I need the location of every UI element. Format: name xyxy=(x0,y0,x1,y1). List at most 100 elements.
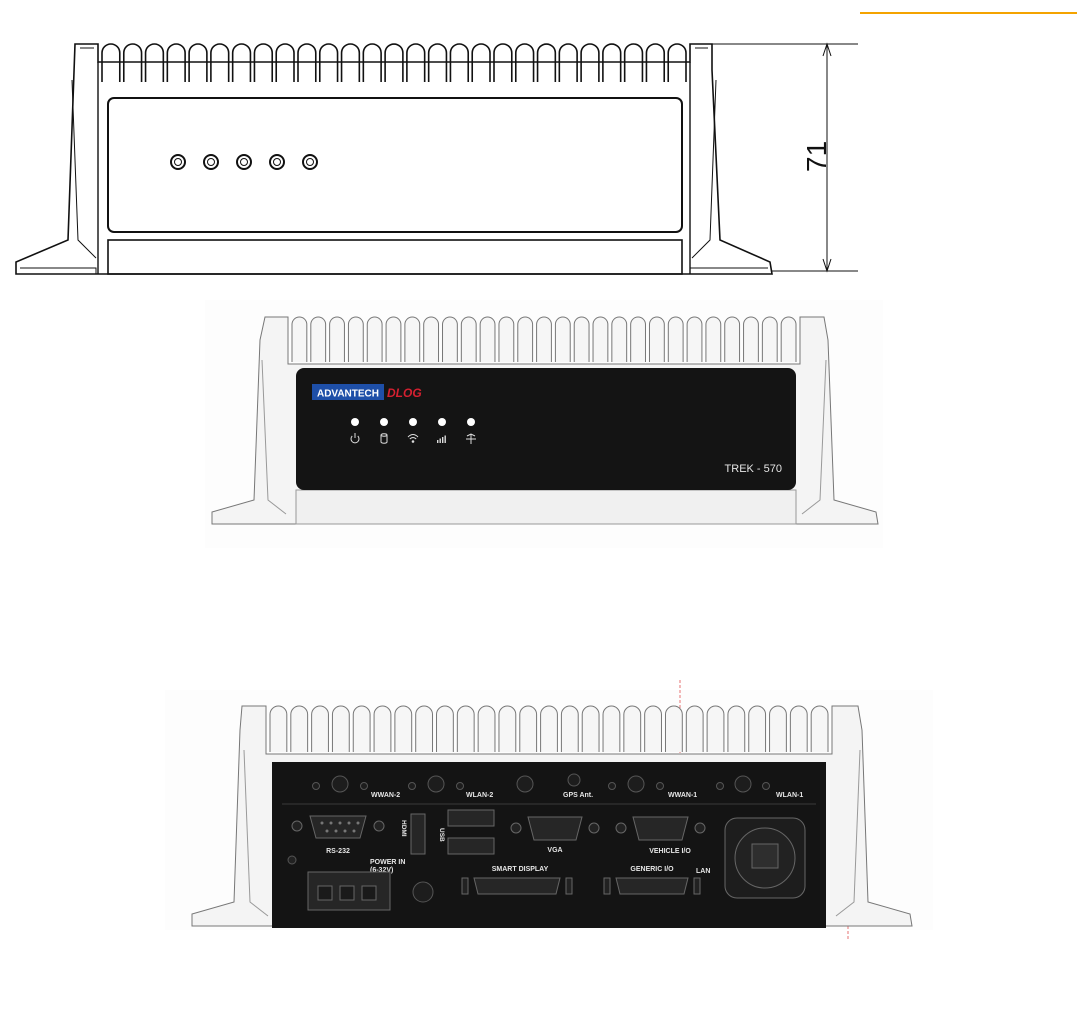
cooling-fin xyxy=(781,317,796,362)
cooling-fin xyxy=(332,706,349,752)
cooling-fin xyxy=(518,317,533,362)
cooling-fin xyxy=(541,706,558,752)
label-wlan-2: WLAN-2 xyxy=(466,792,493,799)
cooling-fins xyxy=(292,317,796,362)
cooling-fin xyxy=(342,44,360,82)
advantech-logo: ADVANTECH xyxy=(317,389,379,400)
cooling-fin xyxy=(631,317,646,362)
cooling-fin xyxy=(499,706,516,752)
cooling-fin xyxy=(516,44,534,82)
cooling-fin xyxy=(311,317,326,362)
cooling-fin xyxy=(429,44,447,82)
label-wlan-1: WLAN-1 xyxy=(776,792,803,799)
bottom-tray xyxy=(296,490,796,524)
cooling-fin xyxy=(770,706,787,752)
cooling-fin xyxy=(668,44,686,82)
cooling-fin xyxy=(559,44,577,82)
cooling-fin xyxy=(593,317,608,362)
cooling-fin xyxy=(443,317,458,362)
cooling-fin xyxy=(450,44,468,82)
power-in-connector xyxy=(308,872,390,910)
front-panel-outline xyxy=(108,98,682,232)
cooling-fin xyxy=(603,706,620,752)
usb-port-2 xyxy=(448,838,494,854)
cooling-fin xyxy=(645,706,662,752)
cooling-fin xyxy=(254,44,272,82)
cooling-fin xyxy=(386,317,401,362)
cooling-fin xyxy=(581,44,599,82)
smart-display-port xyxy=(462,878,572,894)
label-hdmi: HDMI xyxy=(400,820,407,837)
cooling-fin xyxy=(574,317,589,362)
cooling-fin xyxy=(649,317,664,362)
cooling-fin xyxy=(407,44,425,82)
cooling-fin xyxy=(687,317,702,362)
label-vga: VGA xyxy=(547,847,562,854)
front-view-render: ADVANTECH DLOG TREK - 570 xyxy=(0,300,1077,550)
model-name: TREK - 570 xyxy=(725,463,782,475)
cooling-fin xyxy=(744,317,759,362)
cooling-fin xyxy=(146,44,164,82)
cooling-fin xyxy=(520,706,537,752)
cooling-fin xyxy=(646,44,664,82)
cooling-fin xyxy=(725,317,740,362)
cooling-fin xyxy=(472,44,490,82)
cooling-fin xyxy=(707,706,724,752)
label-power-in: POWER IN xyxy=(370,859,405,866)
label-smart-display: SMART DISPLAY xyxy=(492,866,549,873)
cooling-fin xyxy=(124,44,142,82)
cooling-fin xyxy=(291,706,308,752)
cooling-fin xyxy=(749,706,766,752)
cooling-fin xyxy=(668,317,683,362)
label-lan: LAN xyxy=(696,868,710,875)
cooling-fin xyxy=(424,317,439,362)
cooling-fin xyxy=(270,706,287,752)
cooling-fin xyxy=(537,317,552,362)
cooling-fin xyxy=(790,706,807,752)
cooling-fin xyxy=(478,706,495,752)
cooling-fin xyxy=(320,44,338,82)
cooling-fin xyxy=(330,317,345,362)
cooling-fin xyxy=(298,44,316,82)
hdmi-port xyxy=(411,814,425,854)
cooling-fin xyxy=(706,317,721,362)
cooling-fin xyxy=(167,44,185,82)
cooling-fin xyxy=(603,44,621,82)
usb-port-1 xyxy=(448,810,494,826)
cooling-fin xyxy=(367,317,382,362)
cooling-fin xyxy=(561,706,578,752)
cooling-fin xyxy=(625,44,643,82)
cooling-fin xyxy=(276,44,294,82)
cooling-fin xyxy=(189,44,207,82)
cooling-fin xyxy=(312,706,329,752)
cooling-fin xyxy=(348,317,363,362)
bottom-tray-outline xyxy=(108,240,682,274)
cooling-fin xyxy=(480,317,495,362)
cooling-fin xyxy=(405,317,420,362)
cooling-fin xyxy=(494,44,512,82)
label-generic-io: GENERIC I/O xyxy=(630,866,674,873)
cooling-fin xyxy=(811,706,828,752)
cooling-fin xyxy=(538,44,556,82)
label-usb: USB xyxy=(438,828,445,842)
cooling-fin xyxy=(211,44,229,82)
cooling-fin xyxy=(461,317,476,362)
front-view-line-drawing: 71 xyxy=(0,0,1077,290)
cooling-fin xyxy=(612,317,627,362)
label-rs232: RS-232 xyxy=(326,848,350,855)
cooling-fin xyxy=(686,706,703,752)
cooling-fin xyxy=(762,317,777,362)
cooling-fin xyxy=(374,706,391,752)
cooling-fins xyxy=(102,44,686,82)
cooling-fin xyxy=(624,706,641,752)
cooling-fin xyxy=(457,706,474,752)
label-wwan-2: WWAN-2 xyxy=(371,792,400,799)
cooling-fin xyxy=(555,317,570,362)
rear-view-render: WWAN-2 WLAN-2 GPS Ant. WWAN-1 WLAN-1 RS-… xyxy=(0,680,1077,940)
cooling-fin xyxy=(353,706,370,752)
label-gps-antenna: GPS Ant. xyxy=(563,792,593,799)
cooling-fin xyxy=(416,706,433,752)
cooling-fin xyxy=(363,44,381,82)
dlog-logo: DLOG xyxy=(387,386,422,400)
cooling-fin xyxy=(665,706,682,752)
